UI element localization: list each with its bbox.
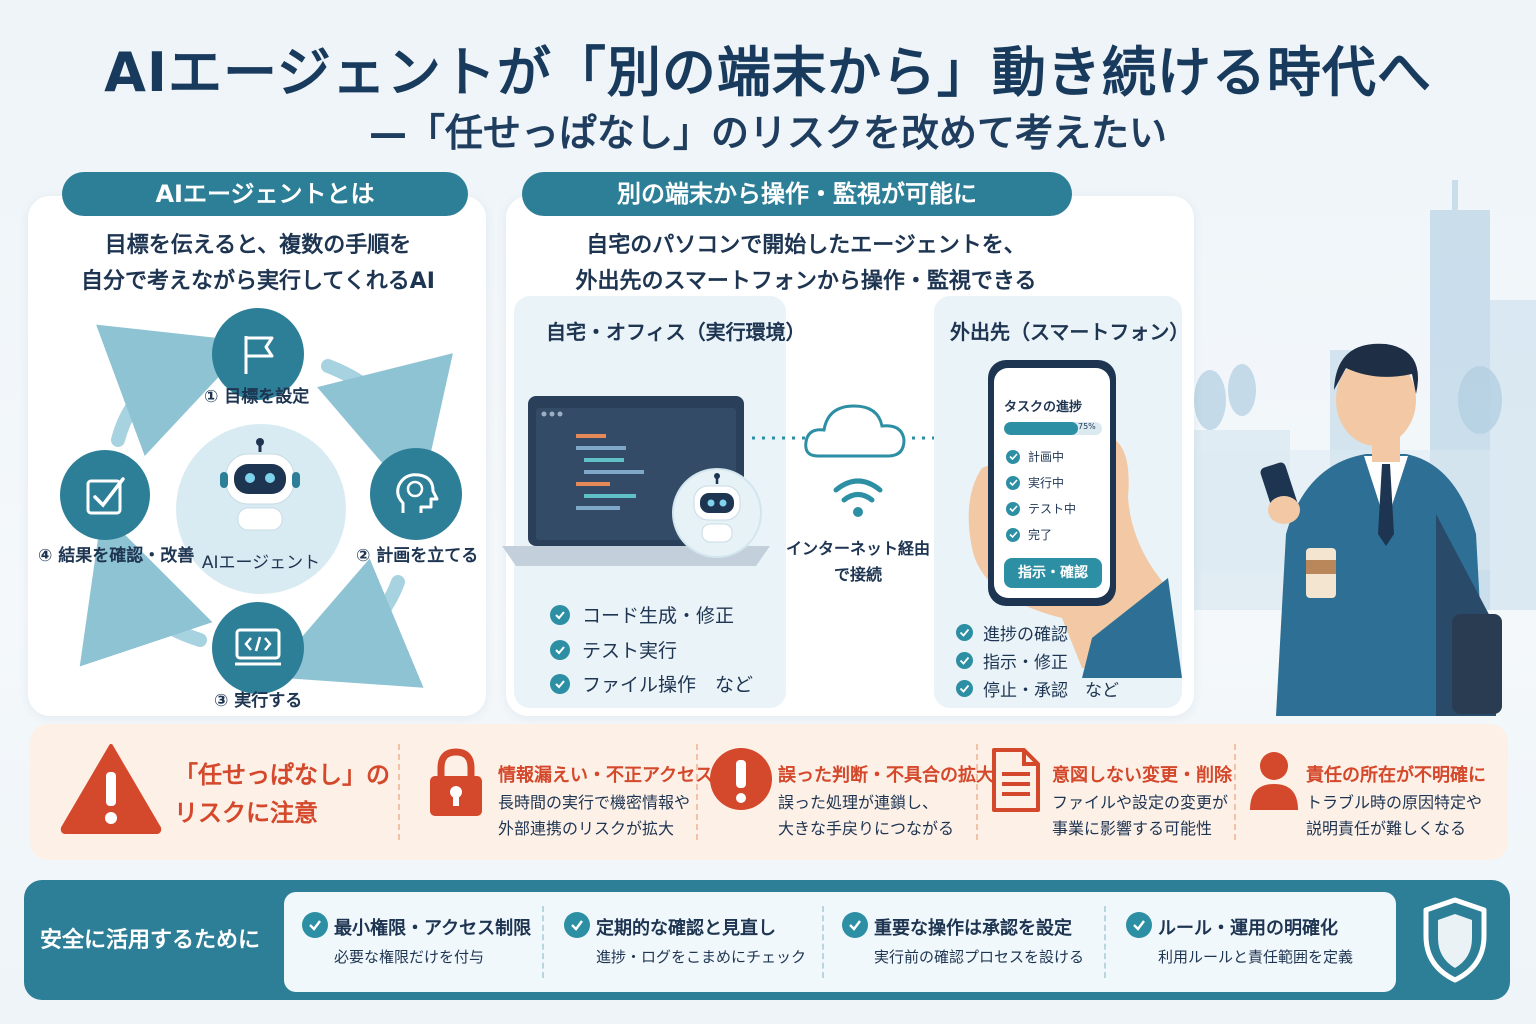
robot-icon: [693, 473, 741, 543]
safety-item-title: 重要な操作は承認を設定: [874, 918, 1072, 939]
safety-item-description: 利用ルールと責任範囲を定義: [1158, 948, 1354, 966]
businessman-illustration: [1260, 343, 1502, 716]
step-goal-node: [212, 308, 304, 400]
page-title: AIエージェントが「別の端末から」動き続ける時代へ: [104, 41, 1432, 104]
risk-description: 誤った処理が連鎖し、 大きな手戻りにつながる: [778, 793, 955, 838]
risk-title: 誤った判断・不具合の拡大: [778, 765, 994, 786]
cycle-arrows: [79, 324, 453, 688]
check-icon: [1006, 475, 1020, 490]
risk-description: トラブル時の原因特定や 説明責任が難しくなる: [1306, 793, 1483, 838]
document-icon: [992, 748, 1040, 812]
check-icon: [956, 652, 973, 669]
task-progress-fill: [1004, 422, 1078, 435]
mobile-item: 停止・承認 など: [956, 676, 1119, 701]
risk-divider: [696, 744, 698, 840]
agent-definition-heading: AIエージェントとは: [62, 172, 468, 216]
safety-item-description: 実行前の確認プロセスを設ける: [874, 948, 1085, 966]
task-progress-bar: [1004, 422, 1102, 435]
exclamation-icon: [710, 748, 772, 810]
safety-check-icon: [564, 912, 590, 938]
check-icon: [1006, 449, 1020, 464]
check-icon: [550, 673, 570, 694]
safety-item-description: 進捗・ログをこまめにチェック: [596, 948, 807, 966]
phone-status-item: 完了: [1006, 526, 1052, 543]
phone-status-item: 実行中: [1006, 474, 1064, 491]
home-item: テスト実行: [550, 636, 677, 663]
mobile-panel-title: 外出先（スマートフォン）: [950, 320, 1190, 344]
risk-description: ファイルや設定の変更が 事業に影響する可能性: [1052, 793, 1229, 838]
lock-icon: [430, 748, 482, 816]
risk-divider: [976, 744, 978, 840]
safety-item-title: 定期的な確認と見直し: [596, 918, 776, 939]
risk-divider: [398, 744, 400, 840]
step-review-node: [60, 450, 150, 540]
safety-items-panel: [284, 892, 1396, 992]
safety-label: 安全に活用するために: [40, 928, 261, 953]
task-progress-text: 75%: [1078, 422, 1096, 431]
person-icon: [1250, 752, 1298, 810]
risk-divider: [1234, 744, 1236, 840]
phone-status-item: 計画中: [1006, 448, 1064, 465]
brain-head-icon: [396, 473, 439, 513]
phone-screen-title: タスクの進捗: [1004, 400, 1083, 415]
code-monitor-icon: [235, 628, 281, 666]
page-subtitle: —「任せっぱなし」のリスクを改めて考えたい: [368, 111, 1167, 155]
check-icon: [550, 639, 570, 660]
safety-divider: [1104, 906, 1106, 978]
home-item: ファイル操作 など: [550, 670, 753, 697]
mobile-item: 進捗の確認: [956, 620, 1068, 645]
risk-headline: 「任せっぱなし」の リスクに注意: [174, 761, 390, 827]
check-icon: [1006, 527, 1020, 542]
remote-operation-lead: 自宅のパソコンで開始したエージェントを、 外出先のスマートフォンから操作・監視で…: [575, 233, 1037, 294]
step-execute-label: ③ 実行する: [214, 691, 303, 711]
warning-icon: [60, 744, 162, 834]
checkbox-icon: [86, 477, 125, 515]
safety-item-title: 最小権限・アクセス制限: [334, 918, 532, 939]
step-review-label: ④ 結果を確認・改善: [38, 546, 195, 566]
safety-check-icon: [1126, 912, 1152, 938]
home-item: コード生成・修正: [550, 601, 734, 628]
phone-instruct-button[interactable]: 指示・確認: [1004, 558, 1102, 588]
risk-description: 長時間の実行で機密情報や 外部連携のリスクが拡大: [498, 793, 691, 838]
check-icon: [550, 604, 570, 625]
home-panel-title: 自宅・オフィス（実行環境）: [546, 320, 806, 344]
risk-title: 情報漏えい・不正アクセス: [498, 765, 714, 786]
remote-operation-heading: 別の端末から操作・監視が可能に: [522, 172, 1072, 216]
safety-check-icon: [302, 912, 328, 938]
check-icon: [956, 624, 973, 641]
robot-icon: [220, 438, 300, 531]
risk-title: 意図しない変更・削除: [1052, 765, 1232, 786]
step-goal-label: ① 目標を設定: [204, 387, 310, 407]
step-plan-node: [370, 448, 462, 540]
connection-label: インターネット経由 で接続: [785, 539, 930, 584]
safety-item-title: ルール・運用の明確化: [1158, 918, 1338, 939]
flag-icon: [244, 336, 274, 374]
check-icon: [1006, 501, 1020, 516]
agent-definition-lead: 目標を伝えると、複数の手順を 自分で考えながら実行してくれるAI: [81, 233, 435, 294]
safety-divider: [542, 906, 544, 978]
connection-illustration: [752, 404, 966, 517]
safety-divider: [822, 906, 824, 978]
step-execute-node: [212, 602, 304, 694]
check-icon: [956, 680, 973, 697]
mobile-item: 指示・修正: [956, 648, 1068, 673]
risk-title: 責任の所在が不明確に: [1306, 765, 1486, 786]
safety-check-icon: [842, 912, 868, 938]
phone-status-item: テスト中: [1006, 500, 1076, 517]
safety-item-description: 必要な権限だけを付与: [334, 948, 485, 966]
step-plan-label: ② 計画を立てる: [356, 546, 479, 566]
shield-icon: [1423, 897, 1487, 983]
agent-center-label: AIエージェント: [201, 553, 321, 573]
